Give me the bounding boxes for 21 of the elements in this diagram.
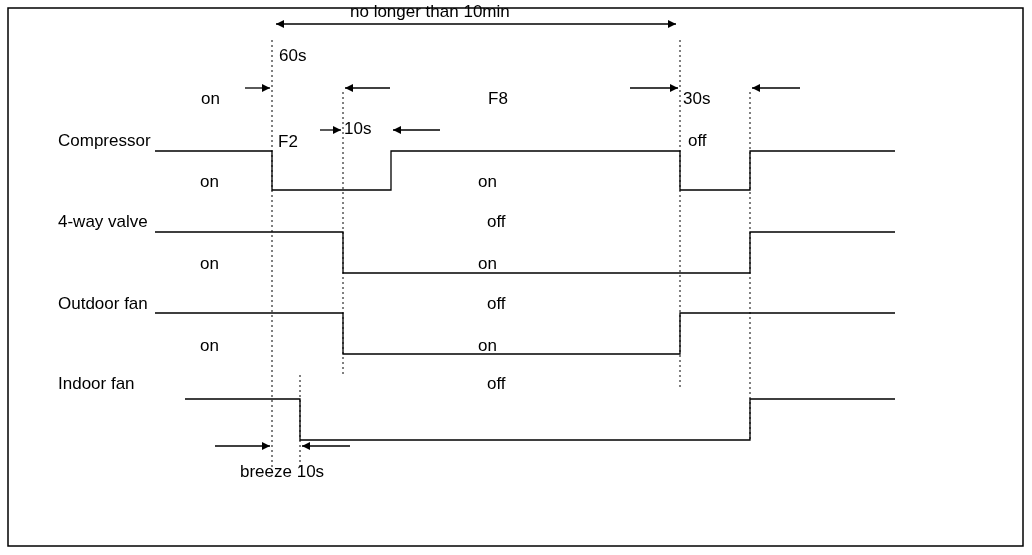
state-label: off xyxy=(487,294,506,313)
state-label: on xyxy=(478,336,497,355)
time-label: 10s xyxy=(344,119,372,138)
state-label: on xyxy=(200,336,219,355)
fault-code: F8 xyxy=(488,89,508,108)
signal-label: Outdoor fan xyxy=(58,294,148,313)
state-label: off xyxy=(487,212,506,231)
state-label: on xyxy=(200,172,219,191)
time-label: 60s xyxy=(279,46,307,65)
signal-label: 4-way valve xyxy=(58,212,148,231)
state-label: on xyxy=(478,254,497,273)
state-label: on xyxy=(200,254,219,273)
signal-label: Indoor fan xyxy=(58,374,135,393)
time-label: breeze 10s xyxy=(240,462,325,481)
time-label: 30s xyxy=(683,89,711,108)
state-label: on xyxy=(478,172,497,191)
state-label: off xyxy=(487,374,506,393)
state-label: off xyxy=(688,131,707,150)
state-label: on xyxy=(201,89,220,108)
fault-code: F2 xyxy=(278,132,298,151)
signal-label: Compressor xyxy=(58,131,151,150)
